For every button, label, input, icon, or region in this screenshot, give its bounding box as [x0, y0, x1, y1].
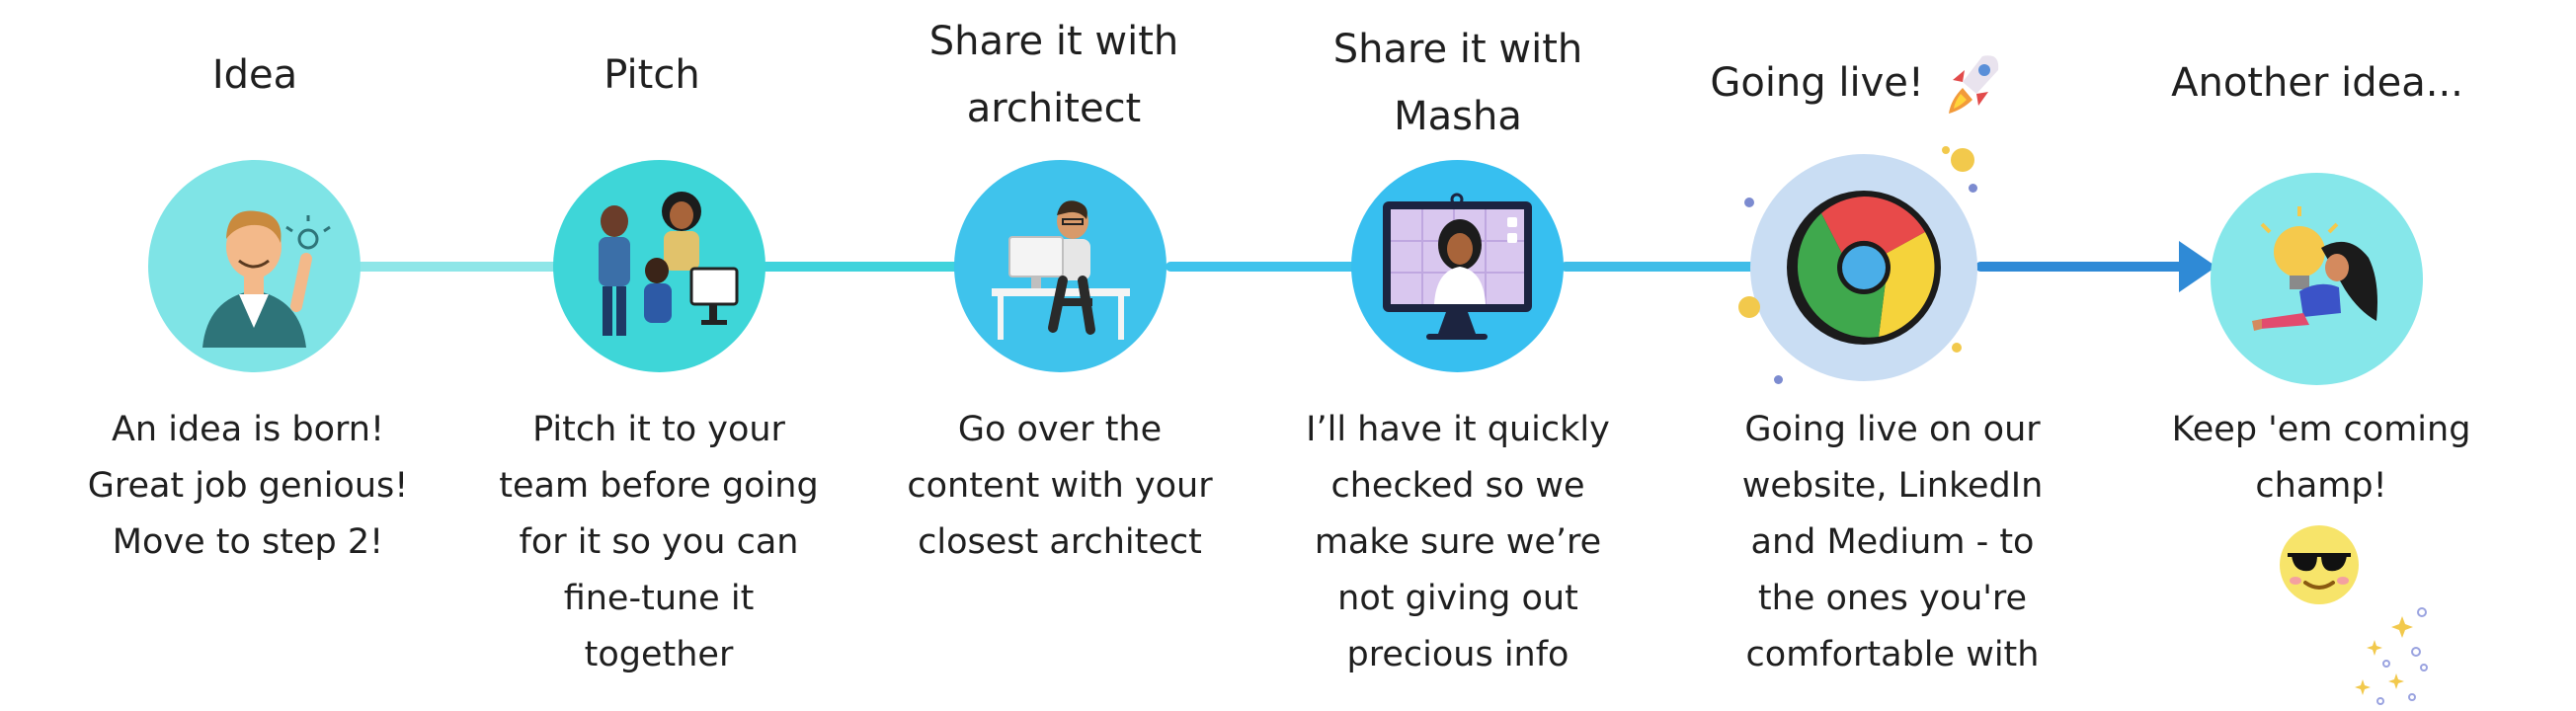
step-1-desc-line: Move to step 2! [112, 522, 384, 562]
step-4-description: I’ll have it quickly checked so we make … [1290, 402, 1626, 683]
step-4-title: Share it with Masha [1290, 16, 1626, 150]
step-4-desc-line: I’ll have it quickly [1306, 410, 1610, 449]
step-1-desc-line: An idea is born! [111, 410, 384, 449]
step-6-title: Another idea... [2171, 60, 2463, 106]
step-4-desc-line: make sure we’re [1314, 522, 1602, 562]
step-2-desc-line: together [584, 635, 734, 674]
step-1-description: An idea is born! Great job genious! Move… [80, 402, 416, 571]
connector-2 [761, 262, 968, 272]
step-3-description: Go over the content with your closest ar… [892, 402, 1228, 571]
step-5-desc-line: website, LinkedIn [1741, 466, 2044, 506]
step-4-title-line: Share it with [1332, 27, 1583, 72]
step-2-circle [553, 160, 765, 372]
step-2-description: Pitch it to your team before going for i… [491, 402, 827, 683]
step-4-desc-line: precious info [1346, 635, 1570, 674]
sunglasses-emoji-icon [2280, 525, 2359, 604]
architect-desk-icon [992, 200, 1130, 340]
step-4-title-line: Masha [1394, 94, 1522, 139]
step-6-description: Keep 'em coming champ! [2153, 402, 2489, 514]
step-2-desc-line: for it so you can [519, 522, 799, 562]
step-5-title: Going live! [1679, 49, 2035, 119]
step-5-desc-line: Going live on our [1744, 410, 2041, 449]
step-3-circle [954, 160, 1167, 372]
rocket-icon [1948, 55, 1998, 114]
lightbulb-person-icon [2252, 206, 2377, 331]
step-5-desc-line: comfortable with [1745, 635, 2040, 674]
connector-5 [1975, 262, 2191, 272]
step-3-title-line: architect [966, 86, 1142, 131]
step-1-desc-line: Great job genious! [87, 466, 409, 506]
step-1-title: Idea [211, 52, 298, 98]
connector-4 [1561, 262, 1758, 272]
decor-dot [1744, 198, 1754, 207]
step-3-desc-line: closest architect [918, 522, 1202, 562]
connector-3 [1166, 262, 1363, 272]
step-5-description: Going live on our website, LinkedIn and … [1725, 402, 2060, 683]
step-5-desc-line: the ones you're [1757, 579, 2028, 618]
step-5-circle [1750, 154, 1977, 381]
step-3-desc-line: content with your [907, 466, 1213, 506]
sparkles-icon [2355, 607, 2428, 705]
step-4-circle [1351, 160, 1564, 372]
team-pitch-icon [599, 192, 739, 336]
connector-1 [351, 262, 563, 272]
step-4-desc-line: not giving out [1337, 579, 1578, 618]
decor-dot [1969, 184, 1977, 193]
timeline-arrowhead [2179, 241, 2216, 292]
step-2-title: Pitch [604, 52, 700, 98]
step-5-title-text: Going live! [1710, 60, 1924, 106]
step-3-title-line: Share it with [928, 19, 1179, 64]
step-2-desc-line: Pitch it to your [532, 410, 785, 449]
step-3-desc-line: Go over the [957, 410, 1163, 449]
step-1-circle [148, 160, 361, 372]
decor-dot [1951, 148, 1974, 172]
decor-dot [1942, 146, 1950, 154]
step-5-desc-line: and Medium - to [1750, 522, 2035, 562]
step-2-desc-line: fine-tune it [563, 579, 755, 618]
chrome-browser-icon [1787, 191, 1941, 345]
step-6-desc-line: Keep 'em coming [2171, 410, 2471, 449]
idea-person-icon [202, 210, 331, 348]
step-4-desc-line: checked so we [1330, 466, 1585, 506]
step-2-desc-line: team before going [499, 466, 819, 506]
decor-dot [1738, 296, 1760, 318]
step-6-circle [2211, 173, 2423, 385]
step-6-desc-line: champ! [2255, 466, 2387, 506]
step-3-title: Share it with architect [886, 8, 1222, 142]
decor-dot [1774, 375, 1783, 384]
decor-dot [1952, 343, 1962, 353]
video-call-icon [1383, 193, 1532, 340]
